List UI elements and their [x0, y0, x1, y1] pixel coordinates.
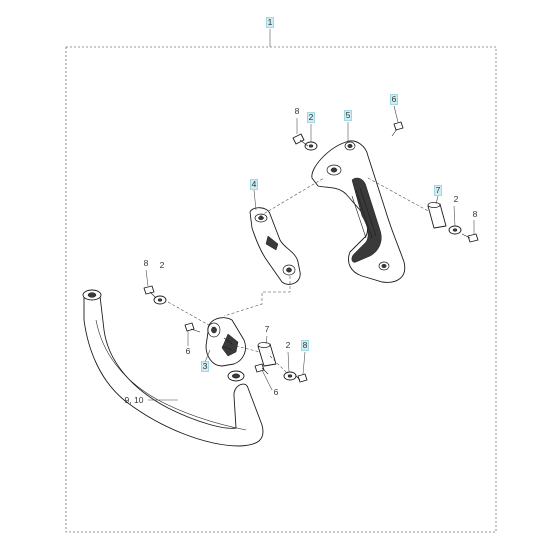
callout-c9-10-text: 9, 10 [125, 395, 144, 405]
callout-c6-top: 6 [390, 94, 398, 105]
callout-c2-right-text: 2 [454, 194, 459, 204]
washer-right [448, 225, 462, 235]
small-bracket [249, 207, 301, 285]
callout-c6-left-text: 6 [186, 346, 191, 356]
leader-lines [145, 105, 475, 401]
callout-c2-top-highlight [307, 112, 315, 123]
assembly-frame [65, 46, 497, 533]
callout-c7-right-text: 7 [436, 185, 441, 195]
front-handle-tube [82, 289, 264, 447]
sleeve-upper [427, 202, 447, 229]
callout-c5: 5 [344, 110, 352, 121]
callout-c3: 3 [201, 361, 209, 372]
callout-c2-right: 2 [454, 194, 459, 204]
callout-c9-10: 9, 10 [125, 395, 144, 405]
callout-c5-highlight [344, 110, 352, 121]
callout-c8-lower-text: 8 [303, 340, 308, 350]
callout-c4: 4 [250, 179, 258, 190]
callout-c8-right-text: 8 [473, 209, 478, 219]
callout-c2-lower-text: 2 [286, 340, 291, 350]
callout-assembly-text: 1 [268, 17, 273, 27]
screw-lower-6 [254, 363, 269, 375]
callout-c8-lower: 8 [301, 340, 309, 351]
washer-left [153, 295, 167, 305]
callout-c8-top-text: 8 [295, 106, 300, 116]
large-bracket [311, 140, 406, 283]
callout-assembly: 1 [266, 17, 274, 28]
callout-c3-highlight [201, 361, 209, 372]
callout-c6-lower: 6 [274, 387, 279, 397]
washer-top [304, 141, 318, 151]
callout-c4-text: 4 [252, 179, 257, 189]
callout-c2-top: 2 [307, 112, 315, 123]
callout-c8-top: 8 [295, 106, 300, 116]
callout-c4-highlight [250, 179, 258, 190]
callout-c8-lower-highlight [301, 340, 309, 351]
callout-c8-left: 8 [144, 258, 149, 268]
lower-bracket [205, 317, 246, 367]
screw-right-8 [461, 233, 479, 243]
screw-lower-8 [295, 373, 308, 383]
callout-c2-top-text: 2 [309, 112, 314, 122]
screw-top-6 [391, 121, 404, 137]
callout-c2-left-text: 2 [160, 260, 165, 270]
sleeve-lower [257, 342, 277, 367]
callout-c7-right-highlight [434, 185, 442, 196]
callout-c6-lower-text: 6 [274, 387, 279, 397]
screw-left-6 [184, 322, 201, 333]
callout-c2-lower: 2 [286, 340, 291, 350]
screw-left-8 [143, 285, 157, 299]
callout-c7-lower: 7 [265, 324, 270, 334]
callout-c6-top-highlight [390, 94, 398, 105]
callout-c5-text: 5 [346, 110, 351, 120]
washer-lower [283, 371, 297, 381]
callout-c7-right: 7 [434, 185, 442, 196]
screw-top-8 [292, 133, 309, 147]
callout-c3-text: 3 [203, 361, 208, 371]
callout-c6-top-text: 6 [392, 94, 397, 104]
callout-c8-left-text: 8 [144, 258, 149, 268]
callout-c6-left: 6 [186, 346, 191, 356]
callout-c7-lower-text: 7 [265, 324, 270, 334]
callout-c8-right: 8 [473, 209, 478, 219]
callout-c2-left: 2 [160, 260, 165, 270]
callout-assembly-highlight [266, 17, 274, 28]
